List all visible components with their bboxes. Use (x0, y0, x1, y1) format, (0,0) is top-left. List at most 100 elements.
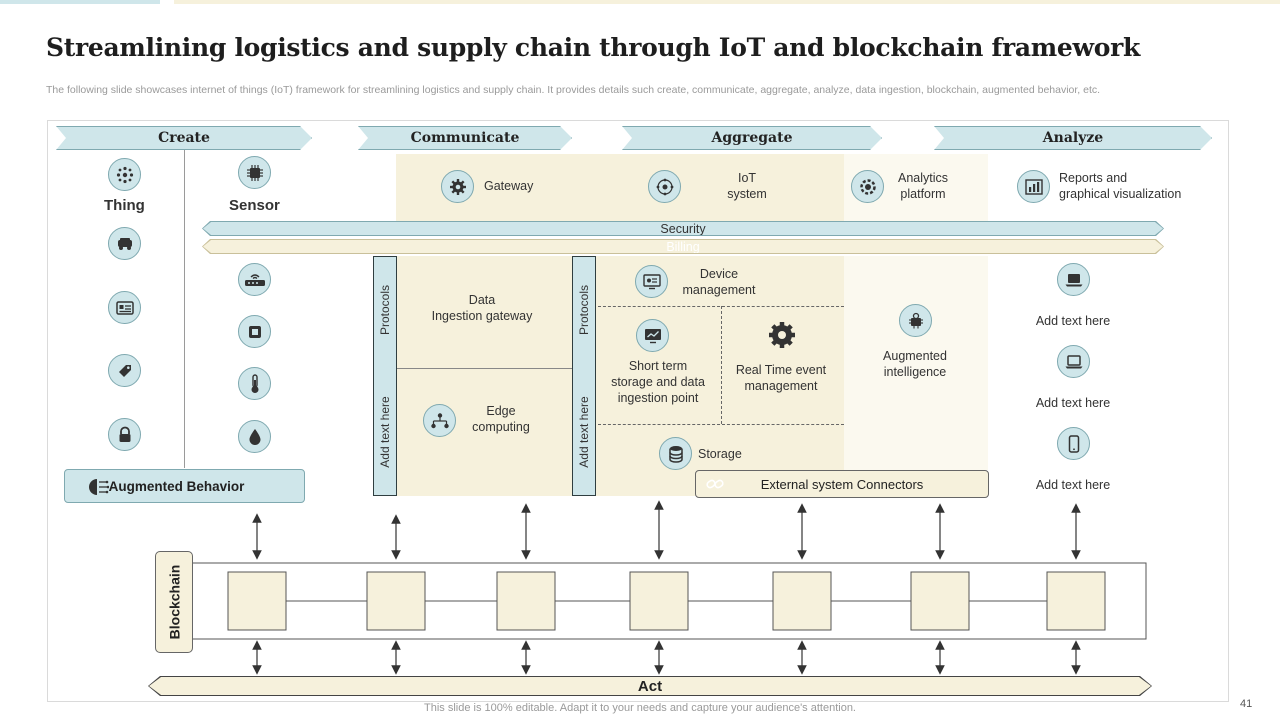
iot-system-icon (648, 170, 681, 203)
chain-block (910, 571, 970, 631)
footer-note: This slide is 100% editable. Adapt it to… (424, 702, 856, 714)
external-connectors-box: External system Connectors (695, 470, 989, 498)
aggregate-dash-bottom (598, 424, 844, 425)
edge-line1: Edge (486, 404, 516, 418)
analytics-icon (851, 170, 884, 203)
external-connectors-label: External system Connectors (760, 476, 924, 492)
lock-icon (108, 418, 141, 451)
analytics-label: Analytics platform (888, 170, 958, 202)
page-number: 41 (1240, 698, 1253, 710)
top-accent-cream (174, 0, 1280, 4)
diagram-frame (47, 120, 1229, 702)
middle-zone (396, 256, 844, 496)
chain-block (227, 571, 287, 631)
edge-line2: computing (472, 420, 530, 434)
monitor-chart-icon (636, 319, 669, 352)
chain-block (366, 571, 426, 631)
gear-icon (441, 170, 474, 203)
thermometer-icon (238, 367, 271, 400)
iot-system-line1: IoT (737, 171, 757, 185)
billing-label: Billing (203, 240, 1163, 253)
ai-chip-icon (899, 304, 932, 337)
blockchain-label-box: Blockchain (155, 551, 193, 653)
storage-label: Storage (698, 447, 742, 461)
chain-blocks (227, 571, 1106, 631)
lower-arrows (252, 640, 1081, 675)
protocols-bar-right: Protocols Add text here (572, 256, 596, 496)
laptop-icon (1057, 263, 1090, 296)
protocols-bar-left: Protocols Add text here (373, 256, 397, 496)
page-subtitle: The following slide showcases internet o… (46, 84, 1101, 96)
edge-network-icon (423, 404, 456, 437)
device-line1: Device (699, 267, 739, 281)
iot-system-label: IoT system (712, 170, 782, 202)
billing-band: Billing (202, 239, 1164, 254)
data-ingestion-line1: Data (468, 293, 496, 307)
analytics-line1: Analytics (897, 171, 949, 185)
top-accent-teal (0, 0, 160, 4)
security-label: Security (203, 222, 1163, 235)
smartphone-icon (1057, 427, 1090, 460)
realtime-label: Real Time event management (728, 362, 834, 394)
reports-line1: Reports and (1059, 171, 1128, 185)
short-term-line3: ingestion point (617, 391, 699, 405)
truck-icon (108, 227, 141, 260)
stage-aggregate: Aggregate (622, 126, 882, 150)
create-divider (184, 150, 185, 468)
chain-block (1046, 571, 1106, 631)
database-icon (659, 437, 692, 470)
iot-network-icon (108, 158, 141, 191)
gateway-label: Gateway (484, 179, 534, 193)
edge-computing-label: Edge computing (466, 403, 536, 435)
analytics-line2: platform (900, 187, 946, 201)
reports-line2: graphical visualization (1059, 187, 1182, 201)
augmented-line2: intelligence (883, 365, 947, 379)
upper-arrows (252, 500, 1081, 560)
chain-block (496, 571, 556, 631)
id-card-icon (108, 291, 141, 324)
reports-label: Reports and graphical visualization (1059, 170, 1181, 202)
stage-analyze: Analyze (934, 126, 1212, 150)
blockchain-label: Blockchain (166, 564, 183, 640)
chain-block (629, 571, 689, 631)
short-term-line2: storage and data (611, 375, 705, 389)
data-ingestion-label: Data Ingestion gateway (410, 292, 554, 324)
act-label: Act (149, 677, 1151, 695)
analyze-item-2: Add text here (1035, 396, 1111, 410)
report-chart-icon (1017, 170, 1050, 203)
thing-label: Thing (104, 197, 145, 214)
device-line2: management (682, 283, 756, 297)
iot-system-line2: system (727, 187, 767, 201)
analyze-item-1: Add text here (1035, 314, 1111, 328)
page-title: Streamlining logistics and supply chain … (46, 33, 1140, 62)
augmented-zone (844, 256, 988, 470)
aggregate-dash-mid (721, 306, 722, 424)
augmented-behavior-label: Augmented Behavior (108, 478, 245, 494)
sensor-label: Sensor (229, 197, 280, 214)
device-management-label: Device management (676, 266, 762, 298)
stage-communicate: Communicate (358, 126, 572, 150)
device-management-icon (635, 265, 668, 298)
tag-icon (108, 354, 141, 387)
realtime-line1: Real Time event (735, 363, 827, 377)
realtime-line2: management (744, 379, 818, 393)
short-term-label: Short term storage and data ingestion po… (602, 358, 714, 406)
short-term-line1: Short term (628, 359, 688, 373)
chain-block (772, 571, 832, 631)
analyze-item-3: Add text here (1035, 478, 1111, 492)
edge-divider (397, 368, 572, 369)
realtime-gear-icon (765, 318, 798, 351)
processor-icon (238, 315, 271, 348)
chip-icon (238, 156, 271, 189)
security-band: Security (202, 221, 1164, 236)
augmented-intelligence-label: Augmented intelligence (870, 348, 960, 380)
link-icon (706, 476, 724, 495)
act-band: Act (148, 676, 1152, 696)
router-icon (238, 263, 271, 296)
augmented-line1: Augmented (883, 349, 947, 363)
augmented-behavior-box: Augmented Behavior (64, 469, 305, 503)
brain-icon (87, 477, 110, 500)
data-ingestion-line2: Ingestion gateway (431, 309, 533, 323)
drop-icon (238, 420, 271, 453)
